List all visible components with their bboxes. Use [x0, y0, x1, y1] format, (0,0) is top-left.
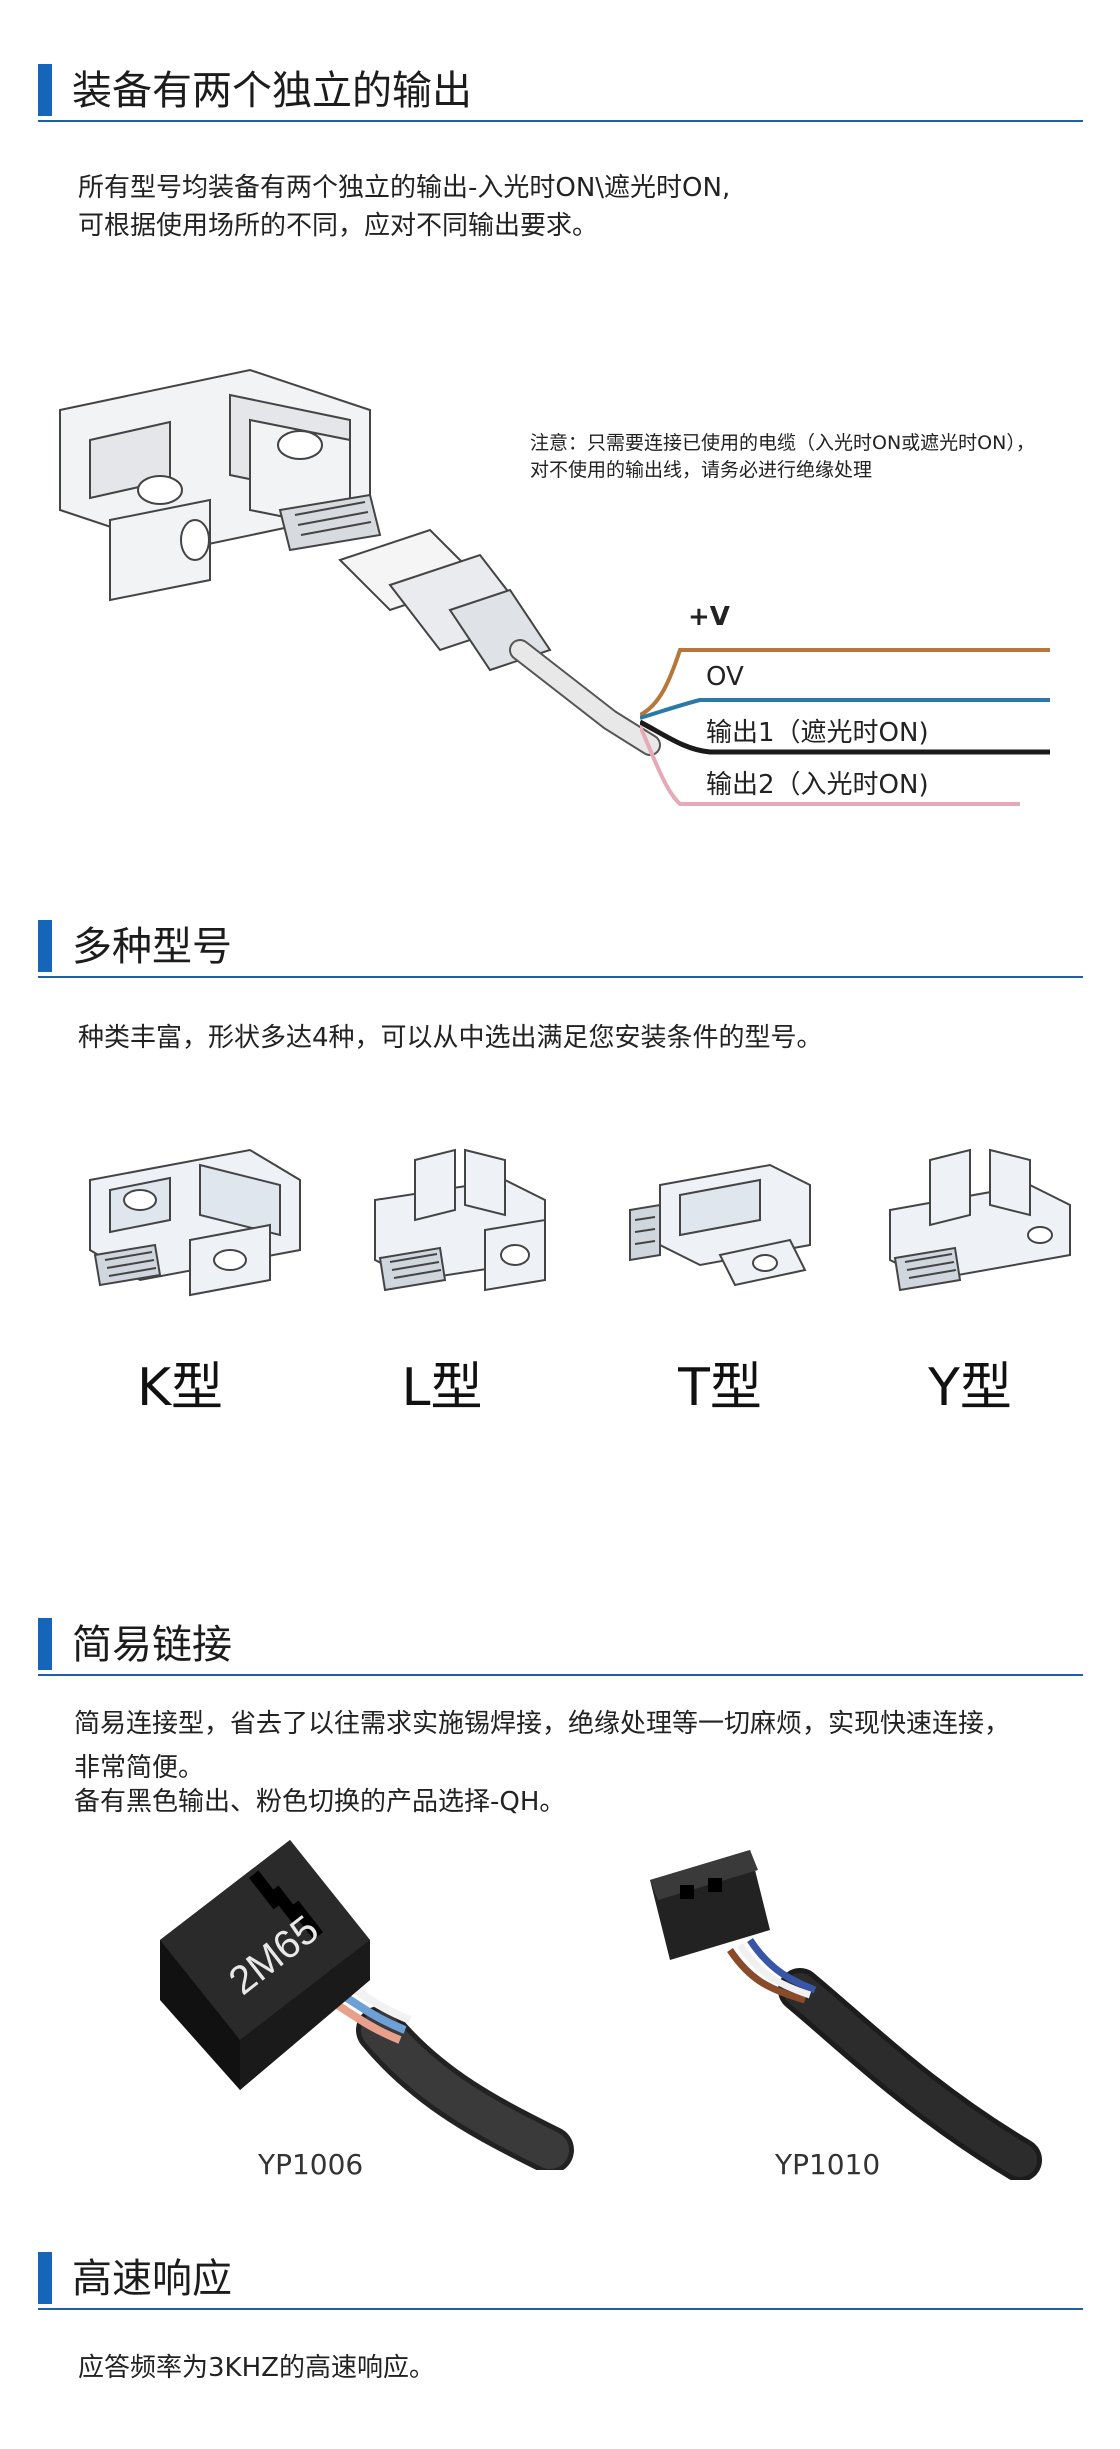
sensor-cable-illustration: [59, 368, 661, 756]
photo-caption-yp1006: YP1006: [258, 2148, 364, 2181]
header-rule: [38, 120, 1083, 122]
header-rule: [38, 1674, 1083, 1676]
type-label-t: T型: [678, 1358, 762, 1418]
wire-label-output1: 输出1（遮光时ON): [706, 718, 929, 748]
high-speed-desc: 应答频率为3KHZ的高速响应。: [78, 2353, 435, 2383]
outputs-desc-line2: 可根据使用场所的不同，应对不同输出要求。: [78, 211, 599, 241]
type-label-y: Y型: [928, 1358, 1012, 1418]
outputs-desc-line1: 所有型号均装备有两个独立的输出-入光时ON\遮光时ON,: [78, 173, 731, 203]
section-header-outputs: 装备有两个独立的输出: [38, 64, 1083, 130]
section-title: 装备有两个独立的输出: [72, 68, 472, 114]
section-title: 简易链接: [72, 1622, 232, 1668]
header-rule: [38, 976, 1083, 978]
yp1010-connector-image: [650, 1850, 1042, 2180]
k-type-sensor-icon: [89, 1148, 301, 1297]
yp1006-connector-image: 2M65: [160, 1840, 574, 2170]
section-header-models: 多种型号: [38, 920, 1083, 986]
photo-caption-yp1010: YP1010: [775, 2148, 881, 2181]
type-label-l: L型: [401, 1358, 483, 1418]
t-type-sensor-icon: [629, 1163, 811, 1287]
l-type-sensor-icon: [374, 1148, 546, 1292]
section-title: 多种型号: [72, 924, 232, 970]
wiring-note-line1: 注意：只需要连接已使用的电缆（入光时ON或遮光时ON），: [530, 432, 1035, 454]
header-accent-bar: [38, 2252, 52, 2304]
header-accent-bar: [38, 1618, 52, 1670]
section-title: 高速响应: [72, 2256, 232, 2302]
models-desc: 种类丰富，形状多达4种，可以从中选出满足您安装条件的型号。: [78, 1023, 823, 1053]
header-accent-bar: [38, 920, 52, 972]
wiring-note-line2: 对不使用的输出线，请务必进行绝缘处理: [530, 459, 873, 481]
header-rule: [38, 2308, 1083, 2310]
easy-connect-desc-line3: 备有黑色输出、粉色切换的产品选择-QH。: [74, 1787, 566, 1817]
section-header-easy-connect: 简易链接: [38, 1618, 1083, 1684]
header-accent-bar: [38, 64, 52, 116]
section-header-high-speed: 高速响应: [38, 2252, 1083, 2318]
y-type-sensor-icon: [889, 1148, 1071, 1292]
wire-lines: [640, 648, 1050, 806]
wire-label-output2: 输出2（入光时ON): [706, 770, 929, 800]
wire-label-plus-v: +V: [688, 602, 730, 632]
wire-label-ov: OV: [706, 662, 744, 692]
easy-connect-desc-line1: 简易连接型，省去了以往需求实施锡焊接，绝缘处理等一切麻烦，实现快速连接，: [74, 1709, 1011, 1739]
type-label-k: K型: [136, 1358, 224, 1418]
easy-connect-desc-line2: 非常简便。: [74, 1753, 205, 1783]
